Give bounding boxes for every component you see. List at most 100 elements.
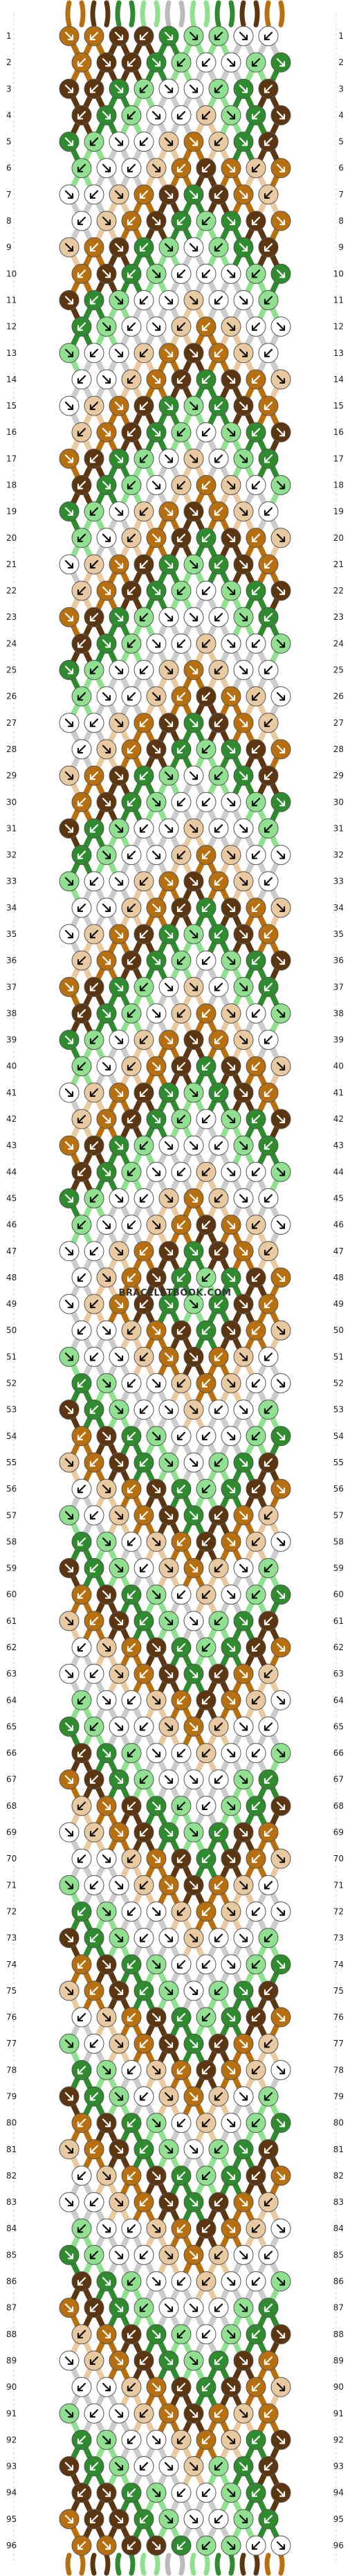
knot — [158, 1611, 179, 1631]
knot — [84, 1188, 104, 1208]
arrow-down-left-icon — [77, 216, 86, 226]
arrow-down-right-icon — [226, 2012, 236, 2022]
arrow-down-right-icon — [114, 1299, 124, 1309]
knot — [121, 897, 142, 918]
arrow-down-right-icon — [151, 2383, 161, 2392]
knot — [258, 1030, 279, 1050]
knot — [270, 2324, 291, 2345]
knot — [233, 554, 254, 575]
knot — [258, 924, 279, 945]
arrow-down-left-icon — [251, 1220, 261, 1229]
arrow-down-left-icon — [201, 1801, 211, 1810]
knot — [171, 1901, 192, 1922]
row-number-right: 75 — [333, 1986, 344, 1996]
arrow-down-left-icon — [127, 2012, 136, 2022]
knot — [71, 1584, 92, 1605]
knot — [221, 422, 241, 442]
knot — [109, 1030, 129, 1050]
arrow-down-left-icon — [127, 586, 136, 596]
row-number-right: 12 — [333, 322, 344, 332]
arrow-down-right-icon — [102, 2012, 111, 2022]
arrow-down-left-icon — [201, 269, 211, 278]
arrow-down-right-icon — [114, 454, 124, 463]
knot — [233, 2456, 254, 2477]
knot — [109, 2298, 129, 2318]
arrow-down-right-icon — [189, 1775, 199, 1784]
knot — [258, 2350, 279, 2371]
row-number-right: 57 — [333, 1510, 344, 1520]
knot — [233, 289, 254, 310]
knot — [233, 765, 254, 786]
row-number-left: 23 — [6, 612, 17, 622]
arrow-down-left-icon — [139, 31, 149, 41]
arrow-down-right-icon — [102, 956, 111, 965]
knot — [258, 713, 279, 733]
knot — [146, 1584, 167, 1605]
arrow-down-right-icon — [102, 2277, 111, 2286]
arrow-down-right-icon — [114, 1986, 124, 1996]
row-number-left: 90 — [6, 2382, 17, 2392]
knot — [208, 1558, 229, 1579]
arrow-down-right-icon — [164, 243, 174, 252]
knot — [146, 2377, 167, 2397]
knot — [208, 78, 229, 99]
knot — [183, 1188, 204, 1208]
arrow-down-left-icon — [139, 454, 149, 463]
arrow-down-right-icon — [151, 58, 161, 67]
arrow-down-right-icon — [114, 2039, 124, 2048]
knot — [171, 263, 192, 284]
knot — [196, 316, 217, 337]
row-number-right: 88 — [333, 2329, 344, 2339]
arrow-down-right-icon — [164, 1933, 174, 1942]
arrow-down-right-icon — [226, 533, 236, 542]
arrow-down-left-icon — [264, 1775, 273, 1784]
knot — [109, 2244, 129, 2265]
arrow-down-left-icon — [77, 269, 86, 278]
bottom-string-tail — [239, 2552, 246, 2576]
row-number-right: 56 — [333, 1484, 344, 1494]
arrow-down-left-icon — [77, 1643, 86, 1652]
knot — [59, 2086, 80, 2107]
knot — [270, 1267, 291, 1288]
arrow-down-left-icon — [264, 718, 273, 727]
knot — [133, 184, 154, 205]
knot — [270, 52, 291, 73]
arrow-down-right-icon — [189, 877, 199, 886]
arrow-down-left-icon — [89, 1511, 99, 1520]
arrow-down-right-icon — [102, 1326, 111, 1335]
arrow-down-right-icon — [114, 2251, 124, 2260]
row-number-right: 34 — [333, 903, 344, 913]
arrow-down-right-icon — [189, 2462, 199, 2471]
arrow-down-left-icon — [127, 58, 136, 67]
knot — [133, 1452, 154, 1473]
arrow-down-right-icon — [114, 1670, 124, 1679]
arrow-down-right-icon — [164, 2039, 174, 2048]
arrow-down-left-icon — [214, 401, 223, 411]
knot — [196, 1426, 217, 1447]
row-number-right: 81 — [333, 2145, 344, 2154]
row-number-right: 6 — [338, 163, 344, 173]
arrow-down-right-icon — [114, 613, 124, 622]
arrow-down-right-icon — [151, 1273, 161, 1282]
knot — [258, 501, 279, 522]
arrow-down-left-icon — [139, 1722, 149, 1731]
arrow-down-left-icon — [201, 2541, 211, 2550]
arrow-down-right-icon — [189, 1458, 199, 1467]
arrow-down-right-icon — [151, 586, 161, 596]
knot — [146, 1056, 167, 1077]
arrow-down-left-icon — [214, 1933, 223, 1942]
knot — [258, 184, 279, 205]
arrow-down-right-icon — [151, 2541, 161, 2550]
arrow-down-left-icon — [251, 1854, 261, 1863]
knot — [59, 395, 80, 416]
arrow-down-left-icon — [264, 560, 273, 569]
arrow-down-left-icon — [176, 956, 186, 965]
knot — [233, 1875, 254, 1895]
row-number-right: 80 — [333, 2118, 344, 2128]
arrow-down-left-icon — [89, 665, 99, 674]
arrow-down-right-icon — [164, 824, 174, 833]
arrow-down-left-icon — [264, 137, 273, 146]
arrow-down-left-icon — [214, 2514, 223, 2523]
row-number-right: 86 — [333, 2277, 344, 2287]
knot — [146, 1373, 167, 1394]
